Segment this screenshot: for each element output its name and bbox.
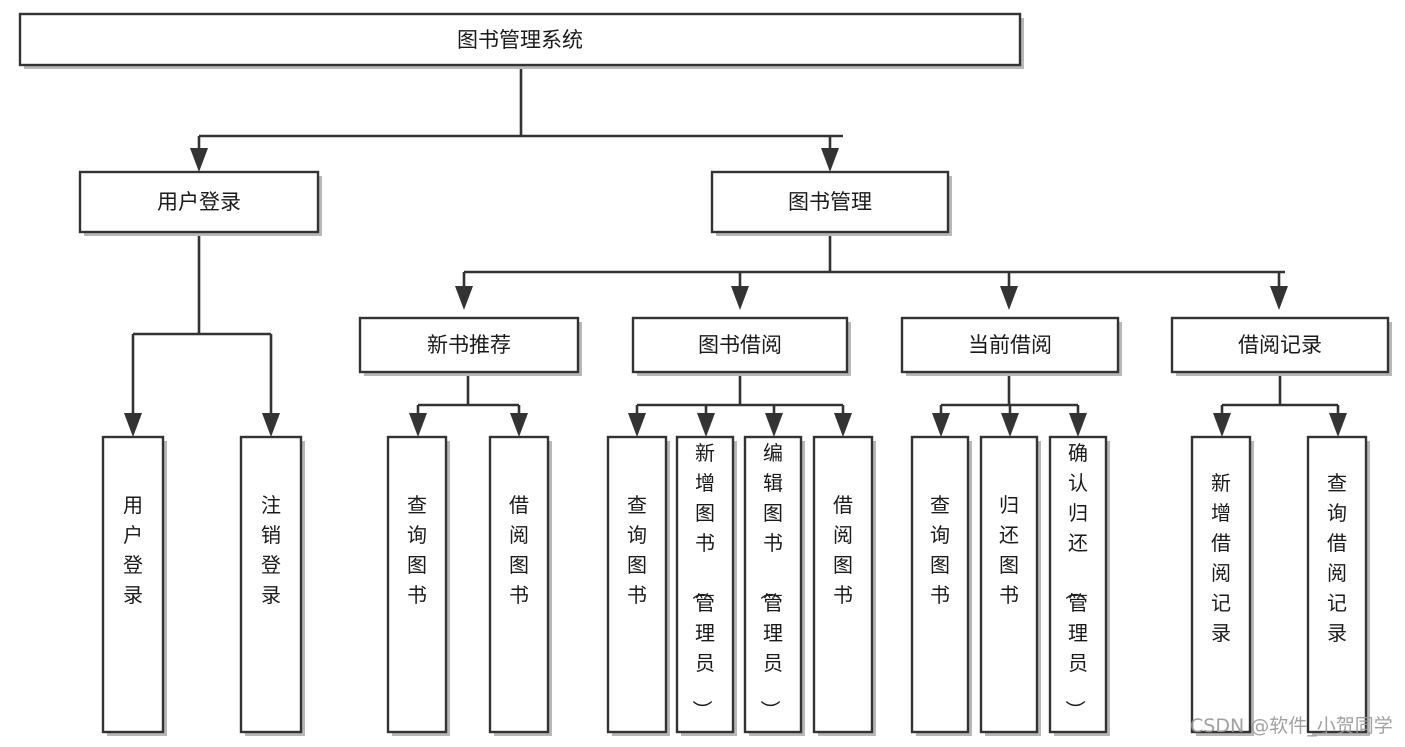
current-borrow-box (900, 316, 1120, 374)
new-book-recommend-box (358, 316, 580, 374)
user-login-box (78, 170, 320, 234)
borrow-records-label: 借阅记录 (1238, 333, 1322, 357)
book-management-label: 图书管理 (788, 190, 872, 214)
leaf-current-confirm-return[interactable]: 确认归还（管理员） (1048, 435, 1110, 736)
borrow-records-box (1170, 316, 1390, 374)
leaf-logout[interactable]: 注销登录 (239, 435, 305, 736)
leaf-records-query-record-box (1306, 435, 1368, 734)
leaf-borrow-edit-book-label: 编辑图书（管理员） (758, 441, 783, 720)
arrow-to-book-mgmt (821, 148, 839, 172)
node-new-book-recommend[interactable]: 新书推荐 (358, 316, 582, 376)
leaf-user-login[interactable]: 用户登录 (101, 435, 167, 736)
leaf-borrow-add-book-label: 新增图书（管理员） (690, 441, 715, 720)
leaf-recommend-borrow-book-box (488, 435, 550, 734)
book-borrow-box (631, 316, 849, 374)
leaf-borrow-query-book-box (606, 435, 668, 734)
node-current-borrow[interactable]: 当前借阅 (900, 316, 1122, 376)
arrow-to-leaf-user-login (124, 413, 142, 437)
leaf-current-return-book-box (979, 435, 1039, 734)
node-root[interactable]: 图书管理系统 (18, 12, 1024, 69)
leaf-records-query-record[interactable]: 查询借阅记录 (1306, 435, 1370, 736)
arrow-current-leaf-3 (1069, 413, 1087, 437)
arrow-to-current-borrow (1000, 286, 1018, 310)
leaf-logout-box (239, 435, 303, 734)
leaf-recommend-query-book-label: 查询图书 (407, 493, 427, 607)
arrow-borrow-leaf-1 (628, 413, 646, 437)
arrow-recommend-leaf-1 (409, 413, 427, 437)
book-borrow-label: 图书借阅 (698, 333, 782, 357)
user-login-label: 用户登录 (157, 190, 241, 214)
root-box (18, 12, 1022, 67)
leaf-borrow-query-book[interactable]: 查询图书 (606, 435, 670, 736)
leaf-borrow-edit-book-box (743, 435, 803, 734)
root-label: 图书管理系统 (457, 28, 583, 52)
node-borrow-records[interactable]: 借阅记录 (1170, 316, 1392, 376)
leaf-current-query-book-box (910, 435, 970, 734)
leaf-records-add-record[interactable]: 新增借阅记录 (1190, 435, 1254, 736)
arrow-records-leaf-1 (1213, 413, 1231, 437)
csdn-watermark: CSDN @软件_小贺同学 (1190, 715, 1393, 737)
book-management-box (710, 170, 950, 234)
node-user-login[interactable]: 用户登录 (78, 170, 322, 236)
leaf-recommend-borrow-book-label: 借阅图书 (509, 493, 529, 607)
leaf-current-query-book[interactable]: 查询图书 (910, 435, 972, 736)
current-borrow-label: 当前借阅 (968, 333, 1052, 357)
leaf-user-login-label: 用户登录 (123, 493, 143, 607)
arrow-current-leaf-1 (932, 413, 950, 437)
leaf-borrow-add-book-box (675, 435, 735, 734)
arrow-to-borrow-records (1270, 286, 1288, 310)
arrow-to-new-book-recommend (455, 286, 473, 310)
leaf-borrow-borrow-book[interactable]: 借阅图书 (812, 435, 876, 736)
arrow-to-leaf-logout (262, 413, 280, 437)
leaf-borrow-edit-book[interactable]: 编辑图书（管理员） (743, 435, 805, 736)
leaf-current-query-book-label: 查询图书 (930, 493, 950, 607)
node-book-management[interactable]: 图书管理 (710, 170, 952, 236)
leaf-recommend-borrow-book[interactable]: 借阅图书 (488, 435, 552, 736)
leaf-records-query-record-label: 查询借阅记录 (1327, 471, 1347, 645)
arrow-borrow-leaf-4 (834, 413, 852, 437)
arrow-borrow-leaf-2 (697, 413, 715, 437)
leaf-current-confirm-return-box (1048, 435, 1108, 734)
leaf-user-login-box (101, 435, 165, 734)
connector-layer (124, 67, 1347, 437)
arrow-current-leaf-2 (1001, 413, 1019, 437)
leaf-borrow-borrow-book-box (812, 435, 874, 734)
new-book-recommend-label: 新书推荐 (427, 333, 511, 357)
leaf-current-return-book[interactable]: 归还图书 (979, 435, 1041, 736)
leaf-records-add-record-box (1190, 435, 1252, 734)
leaf-logout-label: 注销登录 (261, 493, 281, 607)
arrow-to-book-borrow (731, 286, 749, 310)
node-book-borrow[interactable]: 图书借阅 (631, 316, 851, 376)
leaf-recommend-query-book[interactable]: 查询图书 (386, 435, 450, 736)
leaf-borrow-borrow-book-label: 借阅图书 (833, 493, 853, 607)
leaf-current-confirm-return-label: 确认归还（管理员） (1063, 441, 1088, 720)
leaf-current-return-book-label: 归还图书 (999, 493, 1019, 607)
arrow-borrow-leaf-3 (765, 413, 783, 437)
arrow-recommend-leaf-2 (510, 413, 528, 437)
leaf-records-add-record-label: 新增借阅记录 (1211, 471, 1231, 645)
arrow-records-leaf-2 (1329, 413, 1347, 437)
arrow-to-user-login (190, 148, 208, 172)
leaf-recommend-query-book-box (386, 435, 448, 734)
leaf-borrow-add-book[interactable]: 新增图书（管理员） (675, 435, 737, 736)
leaf-borrow-query-book-label: 查询图书 (627, 493, 647, 607)
